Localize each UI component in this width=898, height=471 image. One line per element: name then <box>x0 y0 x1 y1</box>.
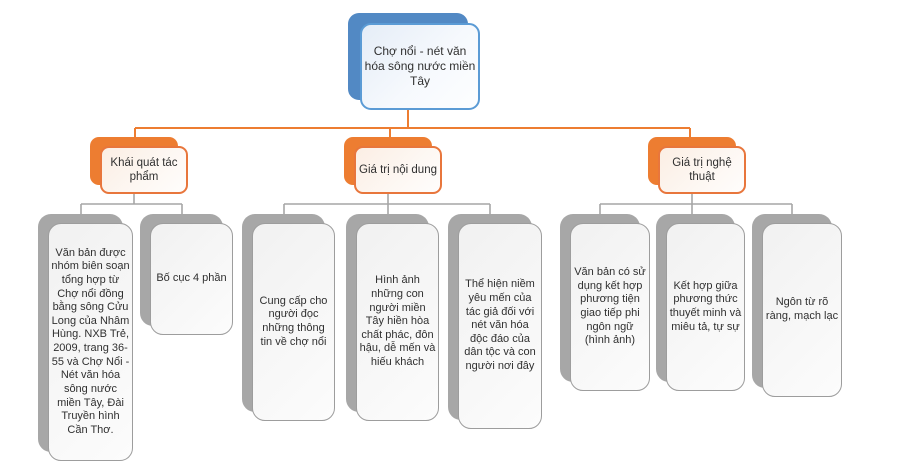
leaf-node-van-ban-nguon[interactable]: Văn bản được nhóm biên soạn tổng hợp từ … <box>38 214 133 461</box>
leaf-node-niem-yeu-men[interactable]: Thể hiện niềm yêu mến của tác giả đối vớ… <box>448 214 542 429</box>
leaf-node-phuong-tien-phi-ngon-ngu[interactable]: Văn bản có sử dụng kết hợp phương tiện g… <box>560 214 650 391</box>
leaf-node-label: Cung cấp cho người đọc những thông tin v… <box>252 223 335 421</box>
branch-node-label: Khái quát tác phẩm <box>100 146 188 194</box>
branch-node-label: Giá trị nội dung <box>354 146 442 194</box>
leaf-node-label: Kết hợp giữa phương thức thuyết minh và … <box>666 223 745 391</box>
branch2-to-leaves-connector <box>283 194 491 214</box>
branch1-to-leaves-connector <box>80 194 183 214</box>
root-to-branches-connector <box>134 110 691 137</box>
leaf-node-ket-hop-phuong-thuc[interactable]: Kết hợp giữa phương thức thuyết minh và … <box>656 214 745 391</box>
leaf-node-label: Văn bản có sử dụng kết hợp phương tiện g… <box>570 223 650 391</box>
leaf-node-bo-cuc[interactable]: Bố cục 4 phần <box>140 214 233 335</box>
branch-node-gia-tri-noi-dung[interactable]: Giá trị nội dung <box>344 137 442 194</box>
branch3-to-leaves-connector <box>599 194 793 214</box>
branch-node-gia-tri-nghe-thuat[interactable]: Giá trị nghệ thuật <box>648 137 746 194</box>
leaf-node-label: Thể hiện niềm yêu mến của tác giả đối vớ… <box>458 223 542 429</box>
leaf-node-label: Ngôn từ rõ ràng, mạch lạc <box>762 223 842 397</box>
leaf-node-label: Văn bản được nhóm biên soạn tổng hợp từ … <box>48 223 133 461</box>
leaf-node-hinh-anh-con-nguoi[interactable]: Hình ảnh những con người miền Tây hiền h… <box>346 214 439 421</box>
root-node[interactable]: Chợ nổi - nét văn hóa sông nước miền Tây <box>348 13 480 110</box>
branch-node-khai-quat-tac-pham[interactable]: Khái quát tác phẩm <box>90 137 188 194</box>
root-node-label: Chợ nổi - nét văn hóa sông nước miền Tây <box>360 23 480 110</box>
branch-node-label: Giá trị nghệ thuật <box>658 146 746 194</box>
leaf-node-ngon-tu[interactable]: Ngôn từ rõ ràng, mạch lạc <box>752 214 842 397</box>
leaf-node-label: Hình ảnh những con người miền Tây hiền h… <box>356 223 439 421</box>
leaf-node-cung-cap-thong-tin[interactable]: Cung cấp cho người đọc những thông tin v… <box>242 214 335 421</box>
leaf-node-label: Bố cục 4 phần <box>150 223 233 335</box>
